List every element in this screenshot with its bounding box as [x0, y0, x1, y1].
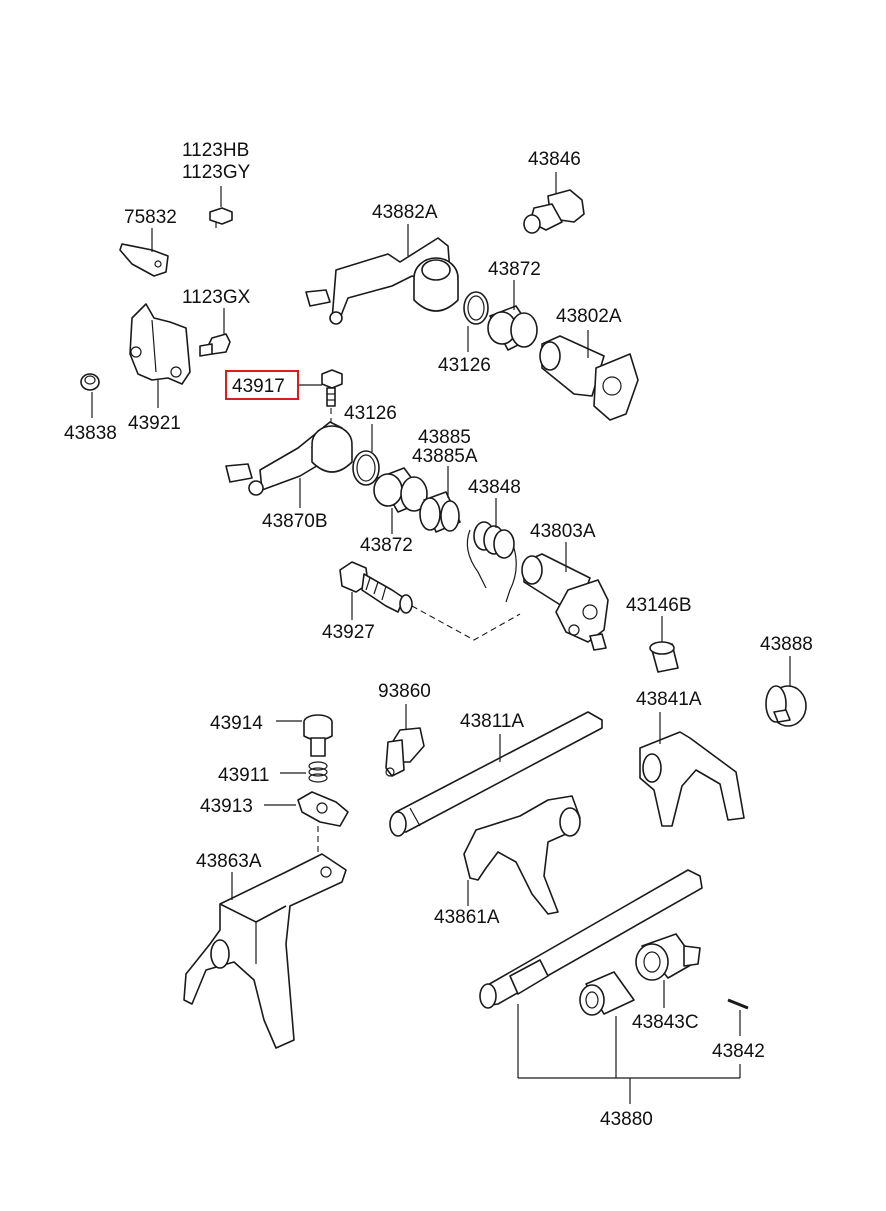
- label-43927[interactable]: 43927: [322, 622, 375, 643]
- bushing-43872-mid-drawing: [373, 467, 429, 534]
- shaft-43880-drawing: [479, 869, 703, 1009]
- bushing-43146b-drawing: [649, 616, 679, 673]
- label-43126-top[interactable]: 43126: [438, 355, 491, 376]
- label-43841a[interactable]: 43841A: [636, 689, 702, 710]
- label-43842[interactable]: 43842: [712, 1041, 765, 1062]
- label-43846[interactable]: 43846: [528, 149, 581, 170]
- spring-43911-drawing: [280, 761, 328, 783]
- plug-43846-drawing: [523, 172, 585, 234]
- label-43913[interactable]: 43913: [200, 796, 253, 817]
- label-1123gx[interactable]: 1123GX: [182, 287, 251, 308]
- bracket-43921-drawing: [129, 303, 191, 408]
- nut-43838-drawing: [80, 373, 100, 418]
- label-43802a[interactable]: 43802A: [556, 306, 622, 327]
- label-43861a[interactable]: 43861A: [434, 907, 500, 928]
- label-43921[interactable]: 43921: [128, 413, 181, 434]
- fork-43863a-drawing: [183, 853, 347, 1049]
- spring-43848-drawing: [466, 498, 517, 603]
- shaft-43803a-drawing: [521, 542, 609, 651]
- plate-43913-drawing: [264, 791, 349, 864]
- bracket-75832-drawing: [119, 228, 169, 277]
- label-43863a[interactable]: 43863A: [196, 851, 262, 872]
- label-43885a[interactable]: 43885A: [412, 446, 478, 467]
- label-43848[interactable]: 43848: [468, 477, 521, 498]
- bushing-43885-drawing: [419, 466, 461, 533]
- label-43882a[interactable]: 43882A: [372, 202, 438, 223]
- sleeve-43880-drawing: [579, 971, 635, 1016]
- fork-43841a-drawing: [639, 712, 745, 827]
- bushing-43872-top-drawing: [487, 280, 538, 351]
- fork-43861a-drawing: [463, 795, 581, 915]
- label-43870b[interactable]: 43870B: [262, 511, 328, 532]
- label-43911[interactable]: 43911: [218, 765, 269, 786]
- pin-43842-drawing: [727, 998, 749, 1036]
- collar-43843c-drawing: [635, 933, 701, 1008]
- oring-43126-mid-drawing: [352, 424, 380, 486]
- label-43888[interactable]: 43888: [760, 634, 813, 655]
- label-43880[interactable]: 43880: [600, 1109, 653, 1130]
- label-93860[interactable]: 93860: [378, 681, 431, 702]
- label-43843c[interactable]: 43843C: [632, 1012, 699, 1033]
- bolt-1123hb-drawing: [209, 186, 233, 228]
- label-43838[interactable]: 43838: [64, 423, 117, 444]
- rail-43811a-drawing: [389, 711, 603, 837]
- label-1123hb[interactable]: 1123HB: [182, 140, 249, 161]
- shaft-43802a-drawing: [539, 330, 639, 421]
- leader-43880: [517, 1004, 741, 1104]
- cap-43888-drawing: [765, 656, 807, 727]
- label-43914[interactable]: 43914: [210, 713, 263, 734]
- label-43885[interactable]: 43885: [418, 427, 471, 448]
- label-43126-mid[interactable]: 43126: [344, 403, 397, 424]
- highlight-box-43917: [225, 370, 299, 400]
- switch-93860-drawing: [385, 704, 425, 777]
- label-43872-top[interactable]: 43872: [488, 259, 541, 280]
- bolt-1123gx-drawing: [199, 308, 231, 357]
- label-43803a[interactable]: 43803A: [530, 521, 596, 542]
- label-75832[interactable]: 75832: [124, 207, 177, 228]
- label-43811a[interactable]: 43811A: [460, 711, 524, 732]
- label-43146b[interactable]: 43146B: [626, 595, 692, 616]
- oring-43126-top-drawing: [463, 291, 489, 352]
- pin-43914-drawing: [276, 714, 333, 757]
- label-43872-mid[interactable]: 43872: [360, 535, 413, 556]
- label-43917[interactable]: 43917: [232, 376, 285, 397]
- bolt-43927-drawing: [339, 561, 521, 641]
- lever-43882a-drawing: [305, 224, 459, 325]
- label-1123gy[interactable]: 1123GY: [182, 162, 251, 183]
- lever-43870b-drawing: [225, 421, 353, 508]
